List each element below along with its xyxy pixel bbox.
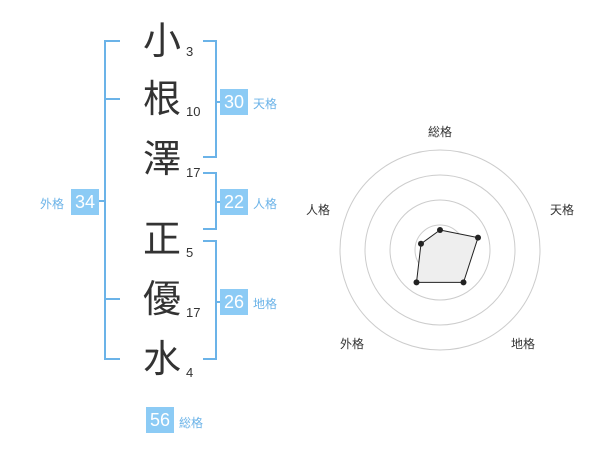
stroke-count-3: 17: [186, 165, 201, 180]
radar-polygon: [415, 229, 479, 283]
name-char-6: 水: [142, 337, 181, 381]
stroke-count-6: 4: [186, 365, 194, 380]
soukaku-label: 総格: [179, 416, 204, 430]
name-char-3: 澤: [142, 137, 181, 181]
radar-label-jinkaku: 人格: [306, 203, 331, 217]
tenkaku-score: 30: [220, 89, 248, 115]
stroke-count-2: 10: [186, 104, 201, 119]
name-char-5: 優: [142, 277, 181, 321]
stroke-count-1: 3: [186, 44, 194, 59]
radar-chart: [339, 149, 541, 351]
radar-label-soukaku: 総格: [428, 125, 453, 139]
name-char-2: 根: [142, 77, 181, 121]
chikaku-label: 地格: [253, 297, 278, 311]
chikaku-score: 26: [220, 289, 248, 315]
radar-points: [413, 227, 481, 286]
jinkaku-score: 22: [220, 189, 248, 215]
radar-ring: [389, 199, 491, 301]
radar-point-1: [437, 227, 443, 233]
radar-point-4: [413, 279, 420, 286]
radar-point-5: [418, 240, 424, 247]
soukaku-score: 56: [146, 407, 174, 433]
name-char-1: 小: [142, 19, 181, 63]
radar-label-gaikaku: 外格: [340, 337, 365, 351]
tenkaku-label: 天格: [253, 97, 278, 111]
stroke-count-5: 17: [186, 305, 201, 320]
radar-ring: [364, 174, 516, 326]
radar-label-tenkaku: 天格: [550, 203, 575, 217]
jinkaku-label: 人格: [253, 197, 278, 211]
radar-label-chikaku: 地格: [511, 337, 536, 351]
radar-ring: [339, 149, 541, 351]
radar-point-2: [475, 234, 481, 241]
gaikaku-score: 34: [71, 189, 99, 215]
stroke-count-4: 5: [186, 245, 194, 260]
gaikaku-label: 外格: [40, 197, 65, 211]
radar-point-3: [460, 279, 467, 286]
name-char-4: 正: [142, 217, 181, 261]
